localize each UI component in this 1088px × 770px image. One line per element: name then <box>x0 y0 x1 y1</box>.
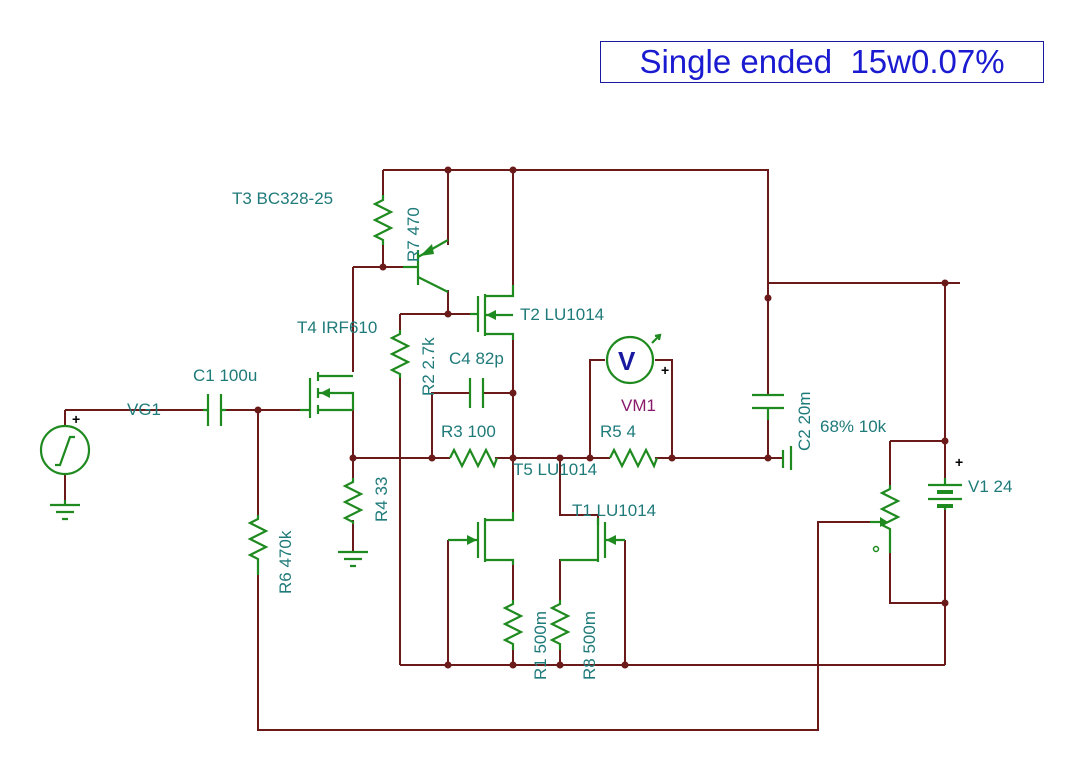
label-t3: T3 BC328-25 <box>232 189 333 208</box>
resistor-r5 <box>609 447 659 469</box>
plus-sign: + <box>955 454 963 470</box>
junction-dot <box>444 661 452 669</box>
junction-dot <box>586 454 594 462</box>
junction-dot <box>444 310 452 318</box>
junction-dot <box>621 661 629 669</box>
potentiometer <box>870 485 901 553</box>
label-r8: R8 500m <box>580 611 599 680</box>
transistor-t4 <box>300 372 355 418</box>
junction-dot <box>941 599 949 607</box>
label-r2: R2 2.7k <box>419 337 438 396</box>
junction-dot <box>428 454 436 462</box>
wires <box>64 169 960 731</box>
junction-dot <box>509 661 517 669</box>
junction-dot <box>941 437 949 445</box>
ground-vg1 <box>50 500 80 521</box>
labels: T3 BC328-25 T2 LU1014 T4 IRF610 C4 82p C… <box>127 189 1012 680</box>
ground-r4 <box>338 550 368 568</box>
label-r1: R1 500m <box>531 611 550 680</box>
transistor-t5 <box>448 512 515 565</box>
label-pot: 68% 10k <box>820 417 887 436</box>
junction-dots <box>254 166 949 669</box>
resistor-r7 <box>372 195 394 245</box>
voltmeter-vm1: V + <box>605 333 669 385</box>
label-vg1: VG1 <box>127 400 161 419</box>
junction-dot <box>509 166 517 174</box>
label-t1: T1 LU1014 <box>572 501 656 520</box>
label-t2: T2 LU1014 <box>520 305 604 324</box>
resistor-r1 <box>502 600 524 650</box>
junction-dot <box>254 406 262 414</box>
plus-sign: + <box>72 411 80 427</box>
label-vm1: VM1 <box>621 396 656 415</box>
junction-dot <box>509 389 517 397</box>
junction-dot <box>556 454 564 462</box>
transistor-t2 <box>470 285 515 340</box>
label-r6: R6 470k <box>276 530 295 594</box>
signal-generator-vg1: + <box>39 411 91 476</box>
capacitor-c2 <box>752 393 784 420</box>
battery-v1: + <box>928 454 963 510</box>
capacitor-c2-plate <box>781 446 793 470</box>
label-c1: C1 100u <box>193 366 257 385</box>
junction-dot <box>379 263 387 271</box>
label-c2: C2 20m <box>795 391 814 451</box>
plus-sign: + <box>661 362 669 378</box>
transistor-t1 <box>560 518 625 562</box>
capacitor-c4 <box>468 378 485 408</box>
resistor-r3 <box>449 447 499 469</box>
label-t4: T4 IRF610 <box>297 318 377 337</box>
junction-dot <box>556 661 564 669</box>
junction-dot <box>764 454 772 462</box>
resistor-r2 <box>389 330 411 378</box>
label-r7: R7 470 <box>404 207 423 262</box>
resistor-r8 <box>549 600 571 650</box>
junction-dot <box>349 454 357 462</box>
resistor-r6 <box>247 515 269 575</box>
title-box: Single ended 15w0.07% <box>600 41 1044 83</box>
junction-dot <box>509 454 517 462</box>
voltmeter-symbol: V <box>618 346 636 376</box>
label-c4: C4 82p <box>449 349 504 368</box>
junction-dot <box>941 279 949 287</box>
junction-dot <box>668 454 676 462</box>
page-title: Single ended 15w0.07% <box>639 43 1005 80</box>
junction-dot <box>444 166 452 174</box>
label-t5: T5 LU1014 <box>513 460 597 479</box>
label-r3: R3 100 <box>441 422 496 441</box>
resistor-r4 <box>342 478 364 524</box>
junction-dot <box>764 294 772 302</box>
label-r5: R5 4 <box>600 422 636 441</box>
label-v1: V1 24 <box>968 477 1012 496</box>
capacitor-c1 <box>203 394 226 426</box>
transistor-t3 <box>403 239 449 293</box>
label-r4: R4 33 <box>372 477 391 522</box>
